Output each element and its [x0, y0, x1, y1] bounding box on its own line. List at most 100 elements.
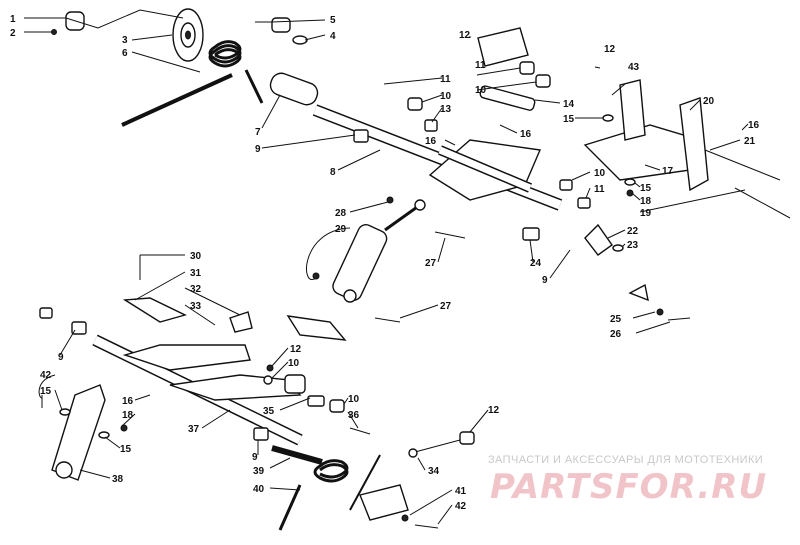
bar-14: [479, 85, 536, 111]
leader-18-top: [632, 193, 641, 201]
callout-2: 2: [10, 28, 16, 39]
spring-arm-6: [121, 73, 233, 127]
callout-5: 5: [330, 15, 336, 26]
shock-eye-upper: [414, 199, 426, 211]
bolt-27-upper: [434, 231, 466, 239]
leader-8: [337, 149, 381, 171]
callout-9-left: 9: [58, 352, 64, 363]
bushing-5: [271, 17, 291, 33]
bushing-10-top: [535, 74, 551, 88]
leader-37: [201, 409, 231, 429]
callout-42-left: 42: [40, 370, 52, 381]
callout-30: 30: [190, 251, 202, 262]
callout-20: 20: [703, 96, 715, 107]
leader-23: [621, 243, 626, 248]
bolt-34: [414, 439, 461, 453]
leader-12-right: [594, 66, 601, 69]
bushing-10-lower: [329, 399, 345, 413]
nut-25: [656, 308, 664, 316]
washer-15-low: [98, 431, 110, 439]
leader-32: [184, 287, 241, 316]
leader-42-right: [437, 504, 453, 525]
callout-10-left: 10: [440, 91, 452, 102]
callout-12-right-low: 12: [488, 405, 500, 416]
leader-16-mid: [499, 124, 518, 134]
callout-40: 40: [253, 484, 265, 495]
callout-34: 34: [428, 466, 440, 477]
leader-43: [611, 83, 626, 96]
nut-2: [51, 29, 57, 35]
leader-10-mid: [571, 171, 591, 181]
leader-15-mid: [634, 182, 641, 188]
bolt-21: [704, 149, 781, 181]
callout-25: 25: [610, 314, 622, 325]
leader-36: [347, 411, 359, 429]
front-arm-assembly: [39, 297, 475, 531]
washer-23: [612, 244, 624, 252]
rocker-arm-38: [51, 384, 106, 481]
shock-mount-plate: [286, 315, 347, 341]
callout-29: 29: [335, 224, 347, 235]
leader-15-left: [54, 389, 63, 411]
callout-15-low: 15: [120, 444, 132, 455]
callout-32: 32: [190, 284, 202, 295]
callout-14: 14: [563, 99, 575, 110]
bolt-36: [349, 427, 371, 435]
callout-37: 37: [188, 424, 200, 435]
leader-lines: [24, 9, 749, 525]
leader-12-right-low: [469, 409, 489, 433]
bolt-34-head: [408, 448, 418, 458]
callout-19: 19: [640, 208, 652, 219]
leader-11-mid: [585, 187, 591, 199]
nut-18-top: [626, 189, 634, 197]
callout-16-left: 16: [425, 136, 437, 147]
leader-35: [279, 397, 311, 411]
bolt-19: [734, 187, 791, 219]
bracket-41: [359, 484, 409, 521]
callout-3: 3: [122, 35, 128, 46]
callout-8: 8: [330, 167, 336, 178]
leader-15-low: [104, 436, 121, 449]
leader-19: [639, 189, 746, 213]
callout-11-top: 11: [475, 60, 486, 71]
spacer-tube-7: [269, 72, 319, 106]
leader-20: [689, 99, 701, 111]
pad-32: [229, 311, 253, 333]
torsion-spring-lower: [313, 459, 349, 483]
bushing-10-mid: [559, 179, 573, 191]
callout-12-right: 12: [604, 44, 616, 55]
cap-25: [628, 283, 649, 302]
callout-43: 43: [628, 62, 640, 73]
callout-9-right: 9: [542, 275, 548, 286]
bumper-31: [122, 297, 187, 323]
shaft-8-fill: [313, 105, 562, 210]
leader-13: [431, 107, 443, 123]
leader-6: [131, 51, 201, 73]
washer-15-left: [59, 408, 71, 416]
leader-29: [306, 227, 351, 281]
leader-41: [409, 489, 453, 516]
callout-15-top: 15: [563, 114, 575, 125]
leader-11-left: [383, 77, 443, 85]
callout-42-right: 42: [455, 501, 467, 512]
leader-24: [529, 239, 534, 263]
leader-26: [635, 321, 671, 334]
bolt-27-lower: [374, 317, 401, 323]
callout-33: 33: [190, 301, 202, 312]
watermark-caption: ЗАПЧАСТИ И АКСЕССУАРЫ ДЛЯ МОТОТЕХНИКИ: [488, 454, 763, 466]
leader-9-right: [549, 249, 571, 279]
callout-6: 6: [122, 48, 128, 59]
callout-21: 21: [744, 136, 756, 147]
torsion-spring: [208, 40, 242, 68]
callout-24: 24: [530, 258, 542, 269]
leader-25: [632, 311, 656, 319]
leader-10-small: [271, 361, 289, 379]
cross-tube-fill: [438, 146, 532, 192]
callout-27-lower: 27: [440, 301, 452, 312]
callout-11-left: 11: [440, 74, 451, 85]
callout-4: 4: [330, 31, 336, 42]
bushing-9-right: [522, 227, 540, 241]
bushing-9-top: [353, 129, 369, 143]
leader-42-left: [38, 374, 56, 399]
